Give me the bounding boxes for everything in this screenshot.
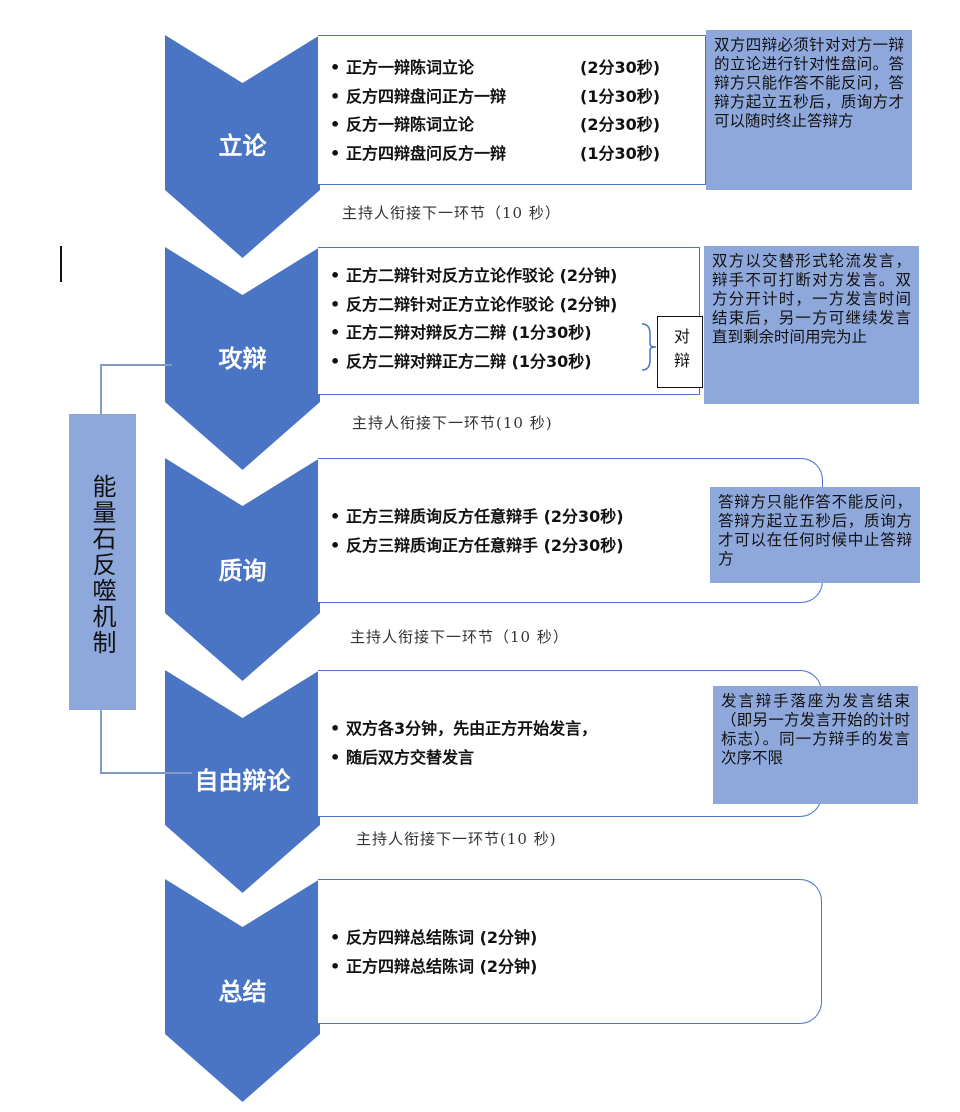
chevron-stage-3 xyxy=(165,670,320,893)
stage-item-list: 正方三辩质询反方任意辩手 (2分30秒) 反方三辩质询正方任意辩手 (2分30秒… xyxy=(330,503,624,560)
connector-line xyxy=(100,772,192,774)
stage-label-ziyou: 自由辩论 xyxy=(194,767,291,795)
list-item: 反方四辩总结陈词 (2分钟) xyxy=(330,924,537,953)
list-item: 随后双方交替发言 xyxy=(330,744,597,773)
list-item: 正方三辩质询反方任意辩手 (2分30秒) xyxy=(330,503,624,532)
stage-note-ziyou: 发言辩手落座为发言结束（即另一方发言开始的计时标志）。同一方辩手的发言次序不限 xyxy=(713,686,918,804)
host-transition-note: 主持人衔接下一环节（10 秒） xyxy=(350,628,569,646)
connector-line xyxy=(100,364,172,366)
list-item: 正方四辩盘问反方一辩(1分30秒) xyxy=(330,140,660,169)
stage-box-zongjie: 反方四辩总结陈词 (2分钟) 正方四辩总结陈词 (2分钟) xyxy=(318,879,822,1024)
list-item: 反方三辩质询正方任意辩手 (2分30秒) xyxy=(330,532,624,561)
list-item: 反方二辩对辩正方二辩 (1分30秒) xyxy=(330,348,617,377)
duibian-label-box: 对辩 xyxy=(657,316,703,388)
connector-line xyxy=(100,364,102,416)
duibian-label: 对辩 xyxy=(671,328,690,376)
stage-note-gongbian: 双方以交替形式轮流发言，辩手不可打断对方发言。双方分开计时，一方发言时间结束后，… xyxy=(704,246,919,404)
text-cursor xyxy=(60,246,62,282)
stage-note-lilun: 双方四辩必须针对对方一辩的立论进行针对性盘问。答辩方只能作答不能反问，答辩方起立… xyxy=(706,30,912,190)
list-item: 正方二辩对辩反方二辩 (1分30秒) xyxy=(330,319,617,348)
stage-item-list: 正方二辩针对反方立论作驳论 (2分钟) 反方二辩针对正方立论作驳论 (2分钟) … xyxy=(330,262,617,376)
list-item: 反方四辩盘问正方一辩(1分30秒) xyxy=(330,83,660,112)
stage-label-lilun: 立论 xyxy=(218,132,267,160)
side-mechanism-label: 能量石反噬机制 xyxy=(88,474,116,656)
host-transition-note: 主持人衔接下一环节(10 秒) xyxy=(352,414,553,432)
stage-note-zhixun: 答辩方只能作答不能反问，答辩方起立五秒后，质询方才可以在任何时候中止答辩方 xyxy=(710,487,920,583)
list-item: 反方二辩针对正方立论作驳论 (2分钟) xyxy=(330,291,617,320)
bracket-brace xyxy=(641,323,657,371)
list-item: 正方四辩总结陈词 (2分钟) xyxy=(330,953,537,982)
list-item: 正方一辩陈词立论(2分30秒) xyxy=(330,54,660,83)
stage-box-lilun: 正方一辩陈词立论(2分30秒) 反方四辩盘问正方一辩(1分30秒) 反方一辩陈词… xyxy=(318,35,706,185)
list-item: 双方各3分钟，先由正方开始发言， xyxy=(330,715,597,744)
chevron-stage-0 xyxy=(165,35,320,258)
chevron-stage-4 xyxy=(165,879,320,1102)
stage-item-list: 双方各3分钟，先由正方开始发言， 随后双方交替发言 xyxy=(330,715,597,772)
stage-item-list: 正方一辩陈词立论(2分30秒) 反方四辩盘问正方一辩(1分30秒) 反方一辩陈词… xyxy=(330,54,660,169)
list-item: 正方二辩针对反方立论作驳论 (2分钟) xyxy=(330,262,617,291)
chevron-stage-2 xyxy=(165,458,320,681)
stage-label-zhixun: 质询 xyxy=(218,557,267,585)
chevron-stage-1 xyxy=(165,247,320,470)
side-mechanism-box: 能量石反噬机制 xyxy=(69,414,136,710)
stage-item-list: 反方四辩总结陈词 (2分钟) 正方四辩总结陈词 (2分钟) xyxy=(330,924,537,981)
stage-label-gongbian: 攻辩 xyxy=(218,345,267,373)
stage-label-zongjie: 总结 xyxy=(218,978,267,1006)
list-item: 反方一辩陈词立论(2分30秒) xyxy=(330,111,660,140)
host-transition-note: 主持人衔接下一环节（10 秒） xyxy=(342,204,561,222)
connector-line xyxy=(100,708,102,774)
host-transition-note: 主持人衔接下一环节(10 秒) xyxy=(356,830,557,848)
stage-box-gongbian: 正方二辩针对反方立论作驳论 (2分钟) 反方二辩针对正方立论作驳论 (2分钟) … xyxy=(318,247,700,395)
